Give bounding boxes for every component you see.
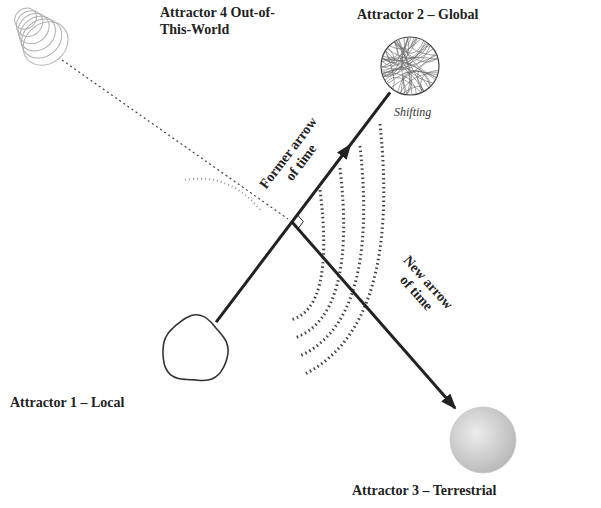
shifting-wave xyxy=(185,179,262,212)
ball-outline xyxy=(381,37,439,95)
coil-loop xyxy=(10,4,40,34)
blob-outline xyxy=(163,315,228,381)
sphere-shape xyxy=(450,407,516,473)
attractor-label: Attractor 3 – Terrestrial xyxy=(352,482,497,499)
shifting-wave xyxy=(290,190,324,320)
ball-scribble xyxy=(382,38,439,95)
attractor-label: Attractor 4 Out-of-This-World xyxy=(160,4,300,38)
coil-loop xyxy=(11,5,48,41)
arrow-connector xyxy=(216,92,390,322)
note-label: Shifting xyxy=(394,104,431,121)
node-shape xyxy=(449,406,517,474)
shifting-wave xyxy=(300,146,364,356)
node-shape xyxy=(160,315,230,385)
coil-loop xyxy=(14,13,76,74)
coil-loop xyxy=(14,11,70,66)
dotted-path xyxy=(62,60,288,219)
attractor-label: Attractor 1 – Local xyxy=(10,394,124,411)
coil-loop xyxy=(12,7,55,50)
terrestrial-attractor: Attractor 3 – Terrestrial xyxy=(449,406,517,474)
arrow-label: New arrow of time xyxy=(383,248,460,329)
global-attractor: Attractor 2 – Global xyxy=(380,36,440,96)
attractor-label: Attractor 2 – Global xyxy=(357,6,478,23)
local-attractor: Attractor 1 – Local xyxy=(160,315,230,385)
out-of-world-attractor: Attractor 4 Out-of-This-World xyxy=(6,4,78,76)
edge-label: Former arrow of time xyxy=(252,108,338,207)
new-arrow xyxy=(292,222,455,408)
right-angle-mark xyxy=(297,215,303,229)
node-shape xyxy=(380,36,440,96)
node-shape xyxy=(6,4,78,76)
